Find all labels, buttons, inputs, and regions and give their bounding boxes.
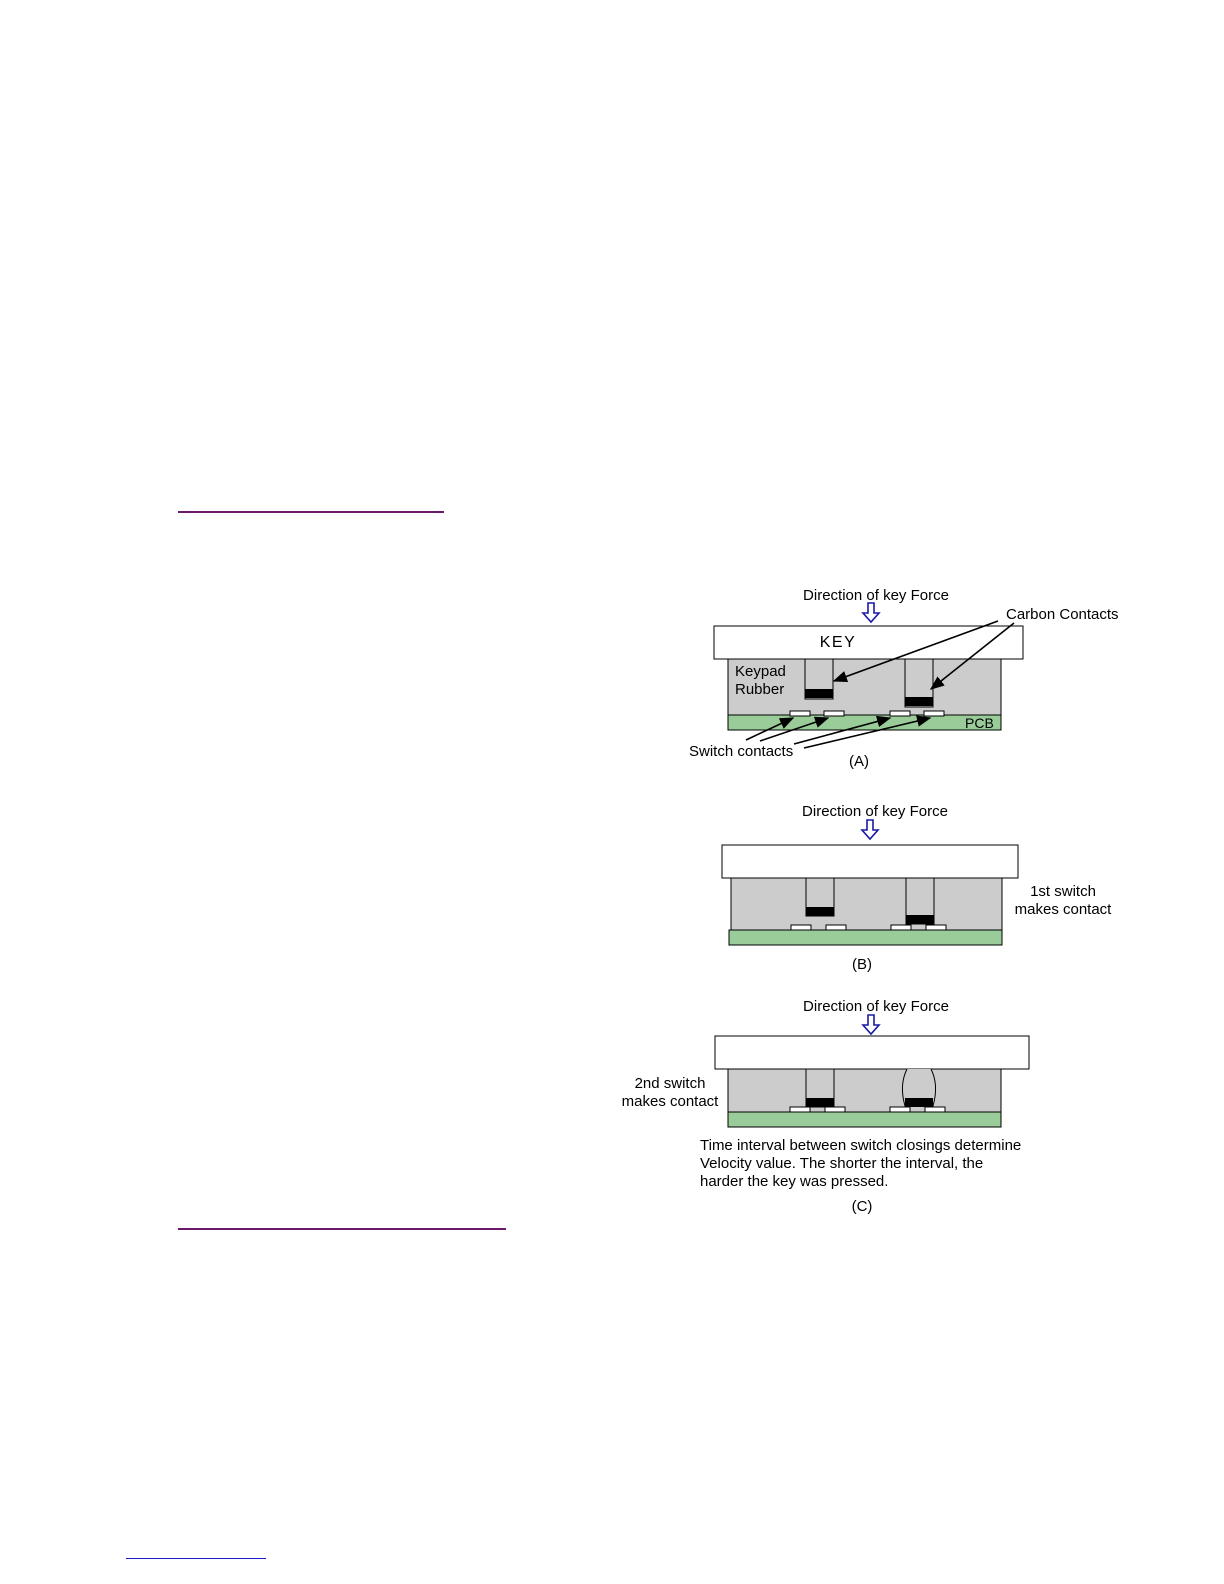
panel-a-carbon-label: Carbon Contacts [1006, 606, 1119, 623]
panel-a-force-arrow-icon [861, 602, 881, 624]
panel-b-caption: (B) [852, 956, 872, 973]
panel-a-key [713, 625, 1024, 660]
panel-a-switch-arrow-3 [793, 715, 892, 745]
panel-c-carbon-right [905, 1098, 933, 1107]
section-rule-top [178, 511, 444, 513]
panel-a-force-label: Direction of key Force [803, 587, 949, 604]
panel-b-force-arrow-icon [860, 819, 880, 841]
panel-c-switch-contact-4 [924, 1106, 946, 1113]
panel-a-carbon-right [905, 697, 933, 706]
panel-c-desc-2: Velocity value. The shorter the interval… [700, 1155, 983, 1172]
panel-b-switch-contact-4 [925, 924, 947, 931]
panel-b-note-2: makes contact [1015, 901, 1113, 918]
panel-a-carbon-left [805, 689, 833, 698]
panel-c-pcb [727, 1111, 1002, 1128]
panel-a-switch-arrow-4 [803, 715, 932, 749]
panel-b-carbon-right [906, 915, 934, 924]
panel-b-key [721, 844, 1019, 879]
panel-b-switch-contact-3 [890, 924, 912, 931]
panel-a-switch-label: Switch contacts [689, 743, 793, 760]
footnote-rule [126, 1558, 266, 1559]
panel-c-note-1: 2nd switch [635, 1075, 706, 1092]
panel-a-caption: (A) [849, 753, 869, 770]
panel-a-rubber-label-1: Keypad [735, 663, 786, 680]
panel-a-pcb-label: PCB [965, 715, 994, 731]
panel-a-switch-arrow-2 [759, 716, 830, 742]
panel-a: Direction of key Force KEY Keypad Rubber… [689, 587, 1119, 770]
panel-c-carbon-left [806, 1098, 834, 1107]
panel-b-carbon-left [806, 907, 834, 916]
panel-c-keypad-rubber [727, 1068, 1002, 1114]
panel-c-caption: (C) [852, 1198, 873, 1215]
section-rule-bottom [178, 1228, 506, 1230]
panel-a-switch-arrow-1 [745, 717, 795, 741]
panel-a-key-label: KEY [820, 634, 857, 651]
panel-b-force-label: Direction of key Force [802, 803, 948, 820]
panel-a-carbon-arrow-left [832, 620, 999, 682]
panel-b-keypad-rubber [730, 876, 1003, 932]
panel-c-switch-contact-2 [824, 1106, 846, 1113]
panel-c-force-label: Direction of key Force [803, 998, 949, 1015]
panel-c-note-2: makes contact [622, 1093, 720, 1110]
panel-a-switch-contact-4 [923, 710, 945, 717]
panel-a-switch-contact-2 [823, 710, 845, 717]
panel-b-switch-contact-1 [790, 924, 812, 931]
panel-b-pcb [728, 929, 1003, 946]
panel-c-desc-3: harder the key was pressed. [700, 1173, 888, 1190]
panel-b-switch-contact-2 [825, 924, 847, 931]
panel-c: Direction of key Force 2nd switch makes … [622, 998, 1030, 1215]
panel-a-switch-contact-3 [889, 710, 911, 717]
panel-c-force-arrow-icon [861, 1014, 881, 1036]
panel-a-switch-contact-1 [789, 710, 811, 717]
panel-b-note-1: 1st switch [1030, 883, 1096, 900]
panel-a-pcb [727, 714, 1002, 731]
panel-c-switch-contact-1 [789, 1106, 811, 1113]
panel-c-key [714, 1035, 1030, 1070]
panel-c-desc-1: Time interval between switch closings de… [700, 1137, 1021, 1154]
panel-a-rubber-label-2: Rubber [735, 681, 784, 698]
panel-c-switch-contact-3 [889, 1106, 911, 1113]
panel-b: Direction of key Force 1st switch makes … [721, 803, 1113, 973]
panel-a-carbon-arrow-right [929, 622, 1015, 690]
